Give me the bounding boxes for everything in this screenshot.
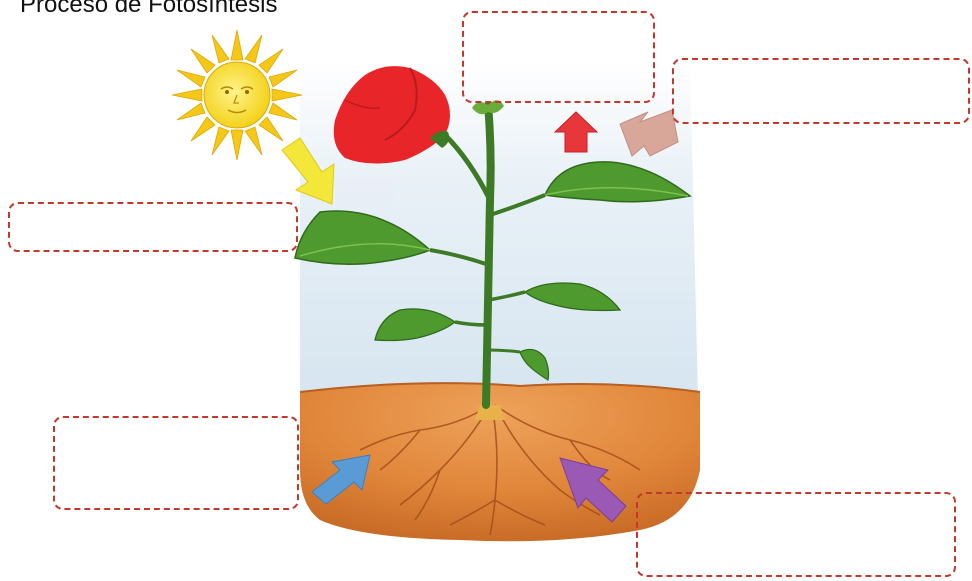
stem [486, 105, 491, 405]
label-box-left-middle[interactable] [8, 202, 298, 252]
label-box-bottom-right[interactable] [636, 492, 956, 577]
sun [172, 30, 302, 160]
label-box-top-right[interactable] [672, 58, 970, 124]
page-title: Proceso de Fotosíntesis [20, 0, 277, 20]
label-box-bottom-left[interactable] [53, 416, 299, 510]
label-box-top-center[interactable] [462, 11, 655, 103]
